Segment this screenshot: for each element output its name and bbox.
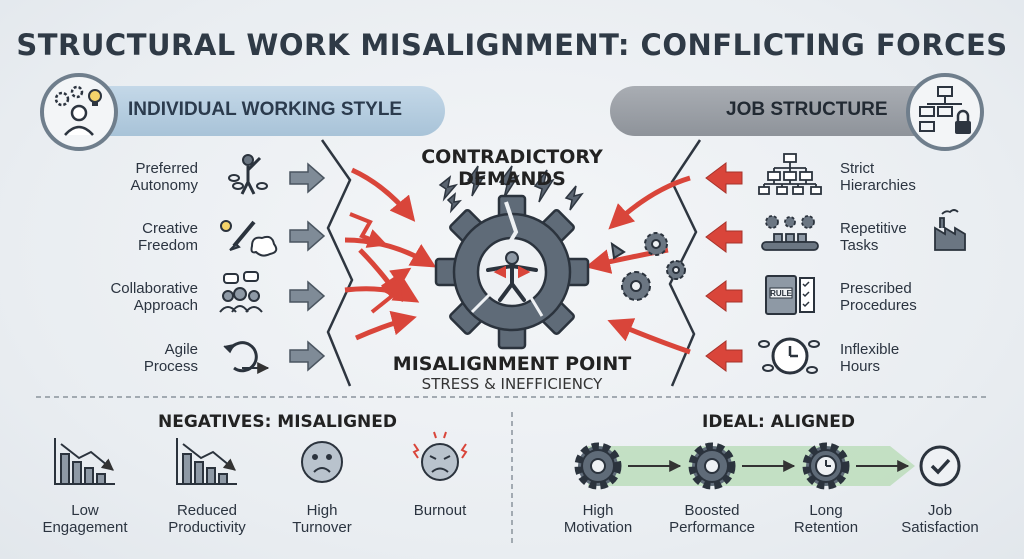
breaking-chains-person-icon [228,154,268,195]
team-chat-icon [219,271,263,313]
right-zigzag-line [668,139,702,387]
lightning-bolt-icon [533,169,555,203]
chained-clock-icon [758,337,820,375]
conflict-arrow [607,318,691,355]
small-gears-icon [610,232,686,301]
gear-clock-icon [802,442,850,490]
zigzag-red-arrow [370,267,412,314]
paintbrush-idea-icon [220,220,278,257]
misalignment-point-subtitle: STRESS & INEFFICIENCY [421,375,603,393]
gray-arrow [289,220,326,252]
left-zigzag-line [320,139,354,387]
lightning-bolt-icon [498,165,520,199]
contradictory-demands-label: CONTRADICTORY DEMANDS [421,146,603,190]
right-header-pill [610,86,950,136]
red-block-arrow [705,340,743,372]
broken-gear-stressed-person-icon [434,194,590,350]
lightning-bolt-icon [438,175,459,202]
org-chart-icon [758,153,822,195]
conveyor-factory-icon [761,209,966,251]
stressed-face-icon [412,431,468,481]
gray-arrow [289,340,326,372]
left-header-label: INDIVIDUAL WORKING STYLE [128,99,403,120]
person-gears-lightbulb-icon [40,73,118,151]
red-block-arrow [705,221,743,253]
gear-fragment [610,241,626,260]
lightning-bolts [438,165,584,214]
rulebook-checklist-icon: RULE [765,275,815,315]
red-block-arrow [705,162,743,194]
lightning-bolt-icon [446,192,462,214]
conflict-arrow [350,167,416,222]
zigzag-red-arrows [349,212,412,314]
gray-arrow [289,162,326,194]
small-gear-hole [630,280,642,292]
rulebook-label: RULE [770,289,792,298]
small-gear-hole [672,266,680,274]
red-block-arrow [705,280,743,312]
zigzag-red-arrow [349,212,388,248]
negatives-title: NEGATIVES: MISALIGNED [158,412,397,432]
declining-bar-chart-icon [176,438,237,485]
gear-icon [688,442,736,490]
declining-bar-chart-icon [54,438,115,485]
left-gray-arrows [289,162,326,372]
gray-arrow [289,280,326,312]
gear-icon [574,442,622,490]
check-circle-icon [919,445,961,487]
conflict-arrow [354,310,417,341]
conflict-arrow [358,248,403,303]
ideal-title: IDEAL: ALIGNED [702,412,855,432]
lightning-bolt-icon [564,185,584,211]
cycle-arrow-icon [223,341,270,374]
right-red-arrows [705,162,743,372]
conflict-arrow [344,278,420,303]
conflict-arrow [344,237,437,268]
sad-face-icon [301,441,343,483]
misalignment-point-label: MISALIGNMENT POINT [392,353,632,375]
negative-item-label: Burnout [413,502,467,519]
page-title: STRUCTURAL WORK MISALIGNMENT: CONFLICTIN… [16,28,1008,62]
hierarchy-lock-icon [906,73,984,151]
right-header-label: JOB STRUCTURE [726,99,888,120]
conflict-arrow [608,175,691,230]
small-gear-hole [651,239,661,249]
lightning-bolt-icon [466,165,486,197]
